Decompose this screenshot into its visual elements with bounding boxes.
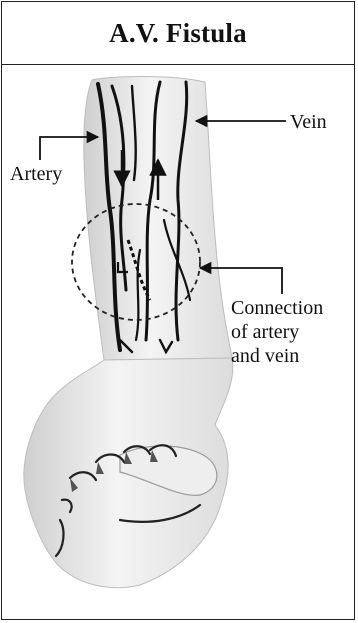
- connection-label: Connection of artery and vein: [231, 296, 323, 368]
- artery-label: Artery: [10, 162, 62, 186]
- connection-label-line-1: Connection: [231, 296, 323, 320]
- connection-label-line-3: and vein: [231, 344, 323, 368]
- forearm-shape: [84, 77, 232, 361]
- vein-label: Vein: [290, 110, 327, 134]
- connection-label-line-2: of artery: [231, 320, 323, 344]
